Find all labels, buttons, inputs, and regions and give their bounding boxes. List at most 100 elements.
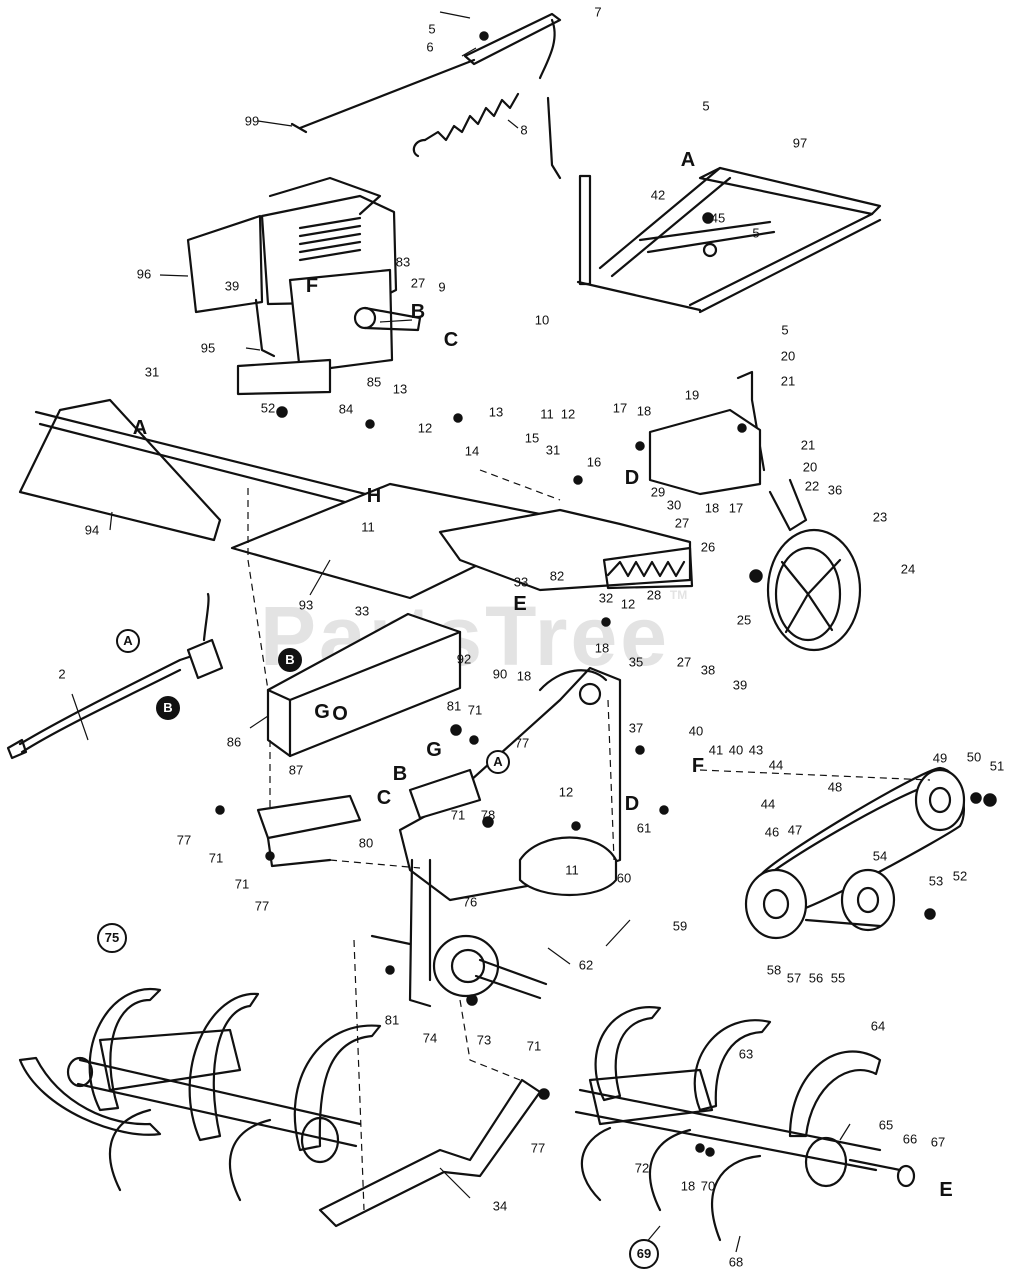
tine-shield xyxy=(18,398,694,600)
callout-49: 49 xyxy=(932,750,948,766)
callout-44: 44 xyxy=(768,757,784,773)
bracket-87 xyxy=(256,794,362,868)
callout-21: 21 xyxy=(800,437,816,453)
bracket-19 xyxy=(648,408,762,496)
callout-71: 71 xyxy=(450,807,466,823)
circled-callout-75: 75 xyxy=(97,923,127,953)
callout-87: 87 xyxy=(288,762,304,778)
callout-95: 95 xyxy=(200,340,216,356)
callout-12: 12 xyxy=(620,596,636,612)
callout-76: 76 xyxy=(462,894,478,910)
callout-5: 5 xyxy=(702,98,710,114)
callout-18: 18 xyxy=(636,403,652,419)
callout-19: 19 xyxy=(684,387,700,403)
callout-25: 25 xyxy=(736,612,752,628)
belt-drive xyxy=(744,766,966,940)
callout-27: 27 xyxy=(674,515,690,531)
ref-letter-e: E xyxy=(939,1179,953,1201)
callout-42: 42 xyxy=(650,187,666,203)
callout-85: 85 xyxy=(366,374,382,390)
callout-71: 71 xyxy=(234,876,250,892)
callout-54: 54 xyxy=(872,848,888,864)
callout-21: 21 xyxy=(780,373,796,389)
handle-frame xyxy=(576,166,882,314)
callout-41: 41 xyxy=(708,742,724,758)
tine-shaft-hub xyxy=(370,934,548,1000)
callout-52: 52 xyxy=(260,400,276,416)
callout-44: 44 xyxy=(760,796,776,812)
circled-marker-b: B xyxy=(156,696,180,720)
callout-33: 33 xyxy=(354,603,370,619)
fasteners xyxy=(215,31,997,1157)
callout-77: 77 xyxy=(514,735,530,751)
callout-66: 66 xyxy=(902,1131,918,1147)
callout-5: 5 xyxy=(752,225,760,241)
callout-77: 77 xyxy=(254,898,270,914)
callout-5: 5 xyxy=(428,21,436,37)
callout-14: 14 xyxy=(464,443,480,459)
left-tine-assembly xyxy=(18,987,382,1202)
callout-11: 11 xyxy=(361,519,375,535)
callout-15: 15 xyxy=(524,430,540,446)
callout-27: 27 xyxy=(676,654,692,670)
callout-62: 62 xyxy=(578,957,594,973)
callout-52: 52 xyxy=(952,868,968,884)
ref-letter-g: G xyxy=(314,701,330,723)
callout-29: 29 xyxy=(650,484,666,500)
callout-96: 96 xyxy=(136,266,152,282)
ref-letter-d: D xyxy=(624,793,640,815)
callout-43: 43 xyxy=(748,742,764,758)
callout-93: 93 xyxy=(298,597,314,613)
callout-56: 56 xyxy=(808,970,824,986)
callout-39: 39 xyxy=(732,677,748,693)
callout-59: 59 xyxy=(672,918,688,934)
callout-20: 20 xyxy=(780,348,796,364)
callout-57: 57 xyxy=(786,970,802,986)
callout-7: 7 xyxy=(594,4,602,20)
callout-11: 11 xyxy=(565,862,579,878)
callout-17: 17 xyxy=(612,400,628,416)
callout-22: 22 xyxy=(804,478,820,494)
callout-31: 31 xyxy=(144,364,160,380)
ref-letter-c: C xyxy=(443,329,459,351)
callout-30: 30 xyxy=(666,497,682,513)
callout-27: 27 xyxy=(410,275,426,291)
callout-34: 34 xyxy=(492,1198,508,1214)
callout-55: 55 xyxy=(830,970,846,986)
callout-11: 11 xyxy=(540,406,554,422)
callout-84: 84 xyxy=(338,401,354,417)
ref-letter-a: A xyxy=(680,149,696,171)
callout-2: 2 xyxy=(58,666,66,682)
assembly-guide-lines xyxy=(247,469,931,1211)
callout-48: 48 xyxy=(827,779,843,795)
throttle-control-rod xyxy=(290,12,562,180)
callout-72: 72 xyxy=(634,1160,650,1176)
callout-39: 39 xyxy=(224,278,240,294)
callout-94: 94 xyxy=(84,522,100,538)
callout-18: 18 xyxy=(594,640,610,656)
ref-letter-a: A xyxy=(132,417,148,439)
callout-81: 81 xyxy=(384,1012,400,1028)
callout-20: 20 xyxy=(802,459,818,475)
callout-99: 99 xyxy=(244,113,260,129)
callout-61: 61 xyxy=(636,820,652,836)
callout-8: 8 xyxy=(520,122,528,138)
callout-74: 74 xyxy=(422,1030,438,1046)
engine xyxy=(186,176,422,396)
callout-81: 81 xyxy=(446,698,462,714)
callout-68: 68 xyxy=(728,1254,744,1270)
callout-23: 23 xyxy=(872,509,888,525)
callout-36: 36 xyxy=(827,482,843,498)
callout-80: 80 xyxy=(358,835,374,851)
callout-78: 78 xyxy=(480,807,496,823)
callout-12: 12 xyxy=(560,406,576,422)
callout-18: 18 xyxy=(704,500,720,516)
ref-letter-c: C xyxy=(376,787,392,809)
circled-marker-b: B xyxy=(278,648,302,672)
callout-46: 46 xyxy=(764,824,780,840)
callout-86: 86 xyxy=(226,734,242,750)
callout-18: 18 xyxy=(680,1178,696,1194)
callout-24: 24 xyxy=(900,561,916,577)
callout-12: 12 xyxy=(417,420,433,436)
